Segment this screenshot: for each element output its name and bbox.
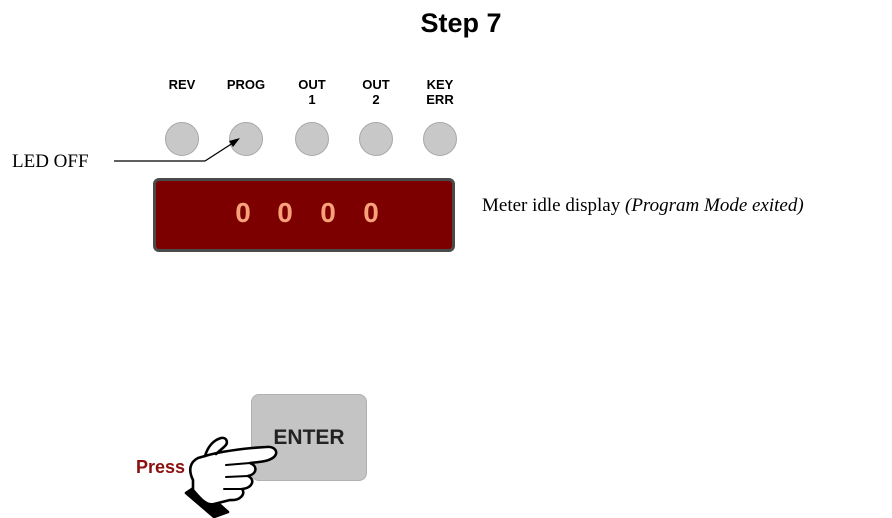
meter-caption-text: Meter idle display (482, 195, 625, 216)
display-digit: 0 (320, 197, 336, 228)
led-out1 (295, 122, 329, 156)
enter-button[interactable]: ENTER (251, 394, 367, 481)
press-label: Press (136, 457, 186, 477)
led-out2 (359, 122, 393, 156)
meter-display (153, 178, 455, 252)
meter-caption: Meter idle display (Program Mode exited) (482, 195, 804, 217)
display-digit: 0 (363, 197, 379, 228)
led-off-arrow (114, 138, 240, 162)
hand-pointer-icon (184, 436, 278, 518)
led-label-prog: PROG (226, 77, 266, 92)
led-prog (229, 122, 263, 156)
meter-caption-italic: (Program Mode exited) (625, 195, 804, 216)
step-title: Step 7 (420, 8, 502, 38)
led-off-label: LED OFF (12, 151, 89, 172)
led-rev (165, 122, 199, 156)
display-digit: 0 (277, 197, 293, 228)
led-keyerr (423, 122, 457, 156)
led-label-rev: REV (168, 77, 196, 92)
display-digit: 0 (235, 197, 251, 228)
